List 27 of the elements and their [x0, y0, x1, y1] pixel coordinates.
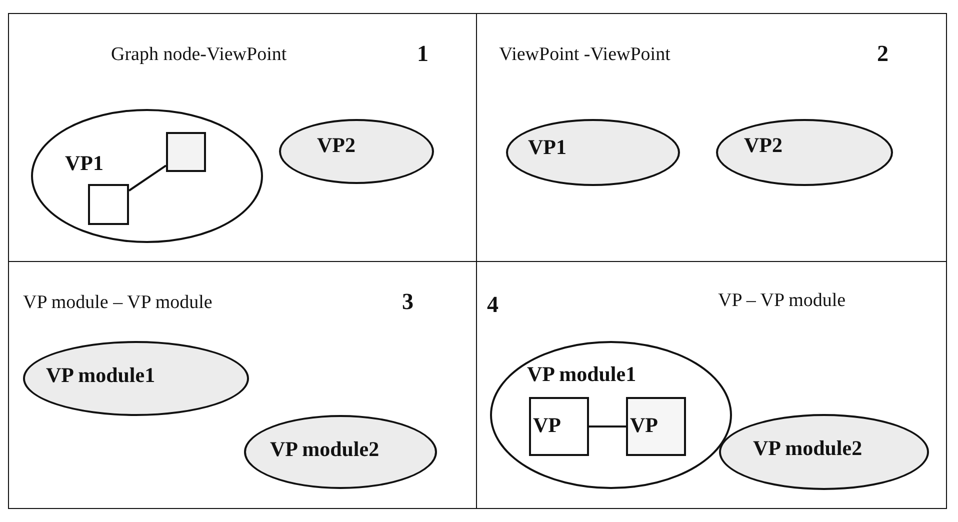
panel-number: 3 [402, 290, 414, 313]
node-label: VP module2 [270, 439, 380, 460]
panel-number: 1 [417, 42, 428, 65]
panel-heading: Graph node-ViewPoint [111, 45, 287, 64]
connector-line [128, 164, 167, 192]
ellipse-node [31, 109, 263, 243]
square-node [626, 397, 686, 456]
node-label: VP module2 [753, 438, 862, 459]
node-label: VP1 [528, 137, 566, 158]
square-node [166, 132, 206, 172]
panel [476, 261, 947, 509]
node-label: VP [533, 415, 561, 436]
node-label: VP2 [744, 135, 782, 156]
node-label: VP [630, 415, 658, 436]
node-label: VP module1 [46, 365, 156, 386]
square-node [529, 397, 589, 456]
node-label: VP2 [317, 135, 356, 156]
node-label: VP1 [65, 153, 104, 174]
node-label: VP module1 [527, 364, 636, 385]
panel-heading: VP – VP module [718, 291, 846, 310]
panel-heading: ViewPoint -ViewPoint [499, 45, 670, 64]
ellipse-node [490, 341, 732, 489]
panel-number: 4 [487, 293, 498, 316]
square-node [88, 184, 129, 225]
panel-heading: VP module – VP module [23, 293, 212, 312]
panel-number: 2 [877, 42, 888, 65]
connector-line [589, 426, 626, 428]
